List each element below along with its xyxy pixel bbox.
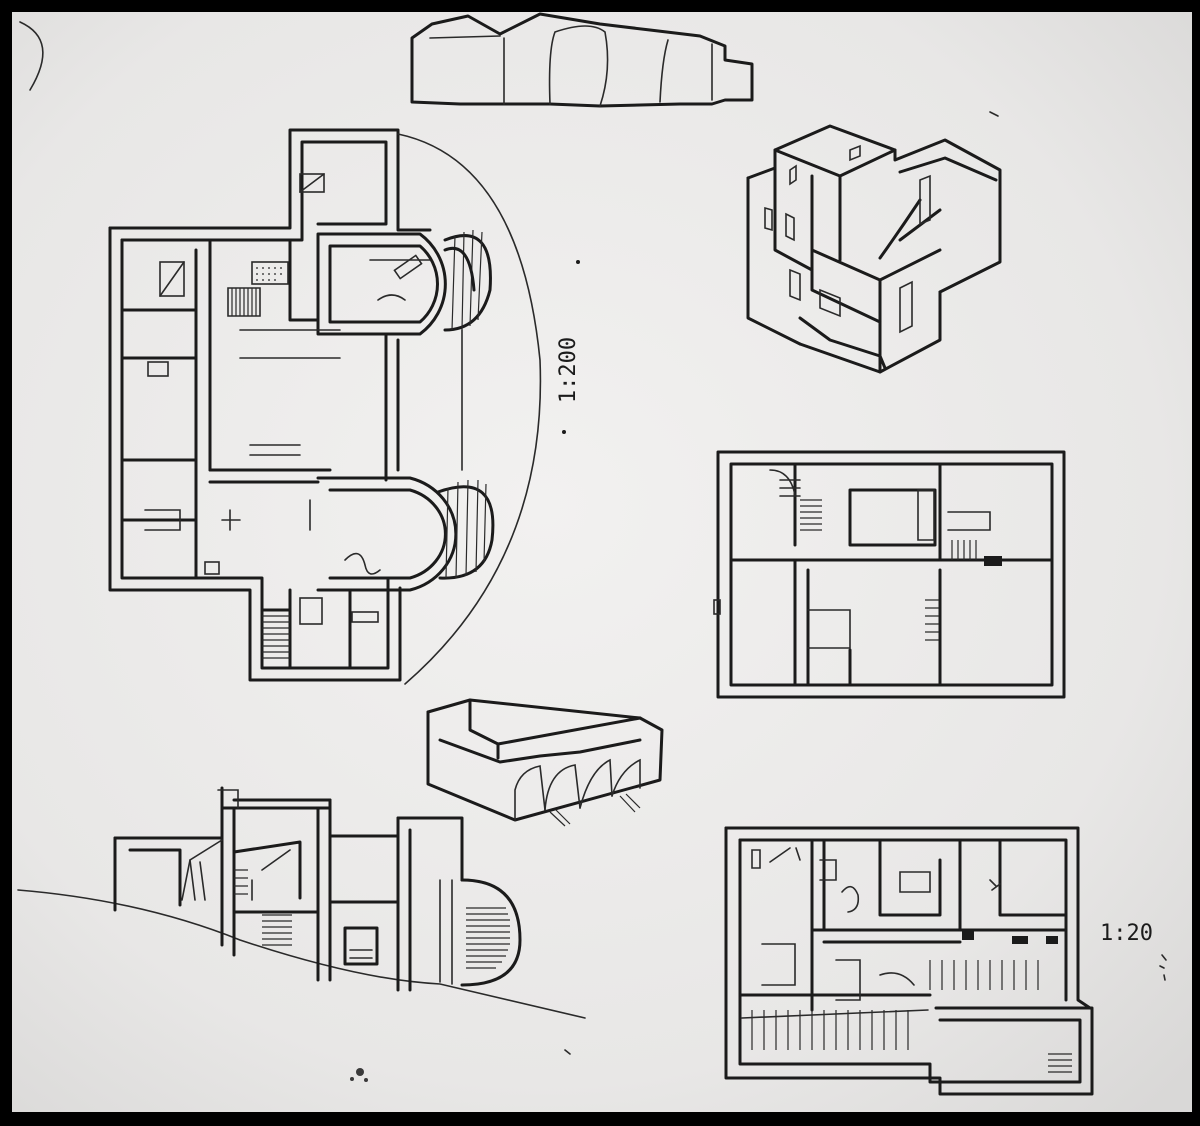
small-axonometric-sketch (426, 698, 664, 827)
axonometric-view (746, 124, 1002, 374)
lower-floor-plan (724, 826, 1094, 1096)
scale-label-left: 1:200 (556, 337, 581, 403)
scale-label-right: 1:20 (1100, 921, 1153, 946)
upper-floor-plan (713, 450, 1066, 699)
paper (12, 12, 1192, 1112)
top-strip-elevation-sketch (410, 12, 754, 108)
ground-floor-plan (108, 128, 542, 685)
section-drawing (17, 786, 586, 1019)
